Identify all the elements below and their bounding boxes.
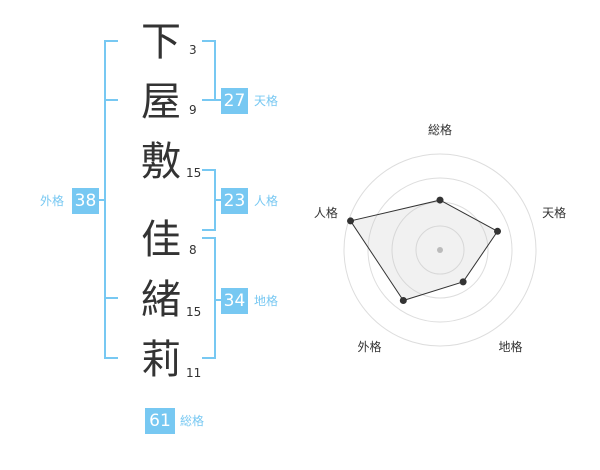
gaikaku-label: 外格 [40, 194, 65, 208]
stroke-count-6: 11 [186, 366, 202, 380]
name-char-5: 緒 [141, 277, 181, 323]
radar-point-3 [459, 278, 467, 286]
soukaku-label: 総格 [180, 414, 205, 428]
radar-point-4 [399, 296, 407, 304]
radar-center [437, 247, 443, 253]
jinkaku-label: 人格 [254, 194, 279, 208]
tenkaku-value: 27 [221, 88, 248, 114]
radar-axis-label: 総格 [428, 122, 452, 137]
jinkaku-value: 23 [221, 188, 248, 214]
radar-axis-label: 外格 [357, 339, 381, 354]
radar-ring [367, 177, 513, 323]
radar-point-1 [436, 196, 444, 204]
radar-point-5 [347, 217, 355, 225]
stroke-count-5: 15 [186, 305, 202, 319]
chikaku-value: 34 [221, 288, 248, 314]
radar-axis-label: 地格 [499, 339, 523, 354]
name-char-6: 莉 [141, 337, 181, 383]
radar-ring [415, 225, 465, 275]
gaikaku-value: 38 [72, 188, 99, 214]
name-char-1: 下 [141, 19, 181, 65]
name-char-4: 佳 [141, 217, 181, 263]
stroke-count-2: 9 [189, 103, 197, 117]
soukaku-value: 61 [145, 408, 175, 434]
radar-point-2 [494, 227, 502, 235]
chikaku-label: 地格 [254, 294, 279, 308]
name-char-3: 敷 [141, 139, 181, 185]
stroke-count-4: 8 [189, 243, 197, 257]
tenkaku-label: 天格 [254, 94, 279, 108]
radar-axis-label: 人格 [314, 205, 338, 220]
stroke-count-1: 3 [189, 43, 197, 57]
radar-polygon [349, 199, 499, 302]
radar-axis-label: 天格 [542, 205, 566, 220]
stroke-count-3: 15 [186, 166, 202, 180]
name-char-2: 屋 [141, 79, 181, 125]
